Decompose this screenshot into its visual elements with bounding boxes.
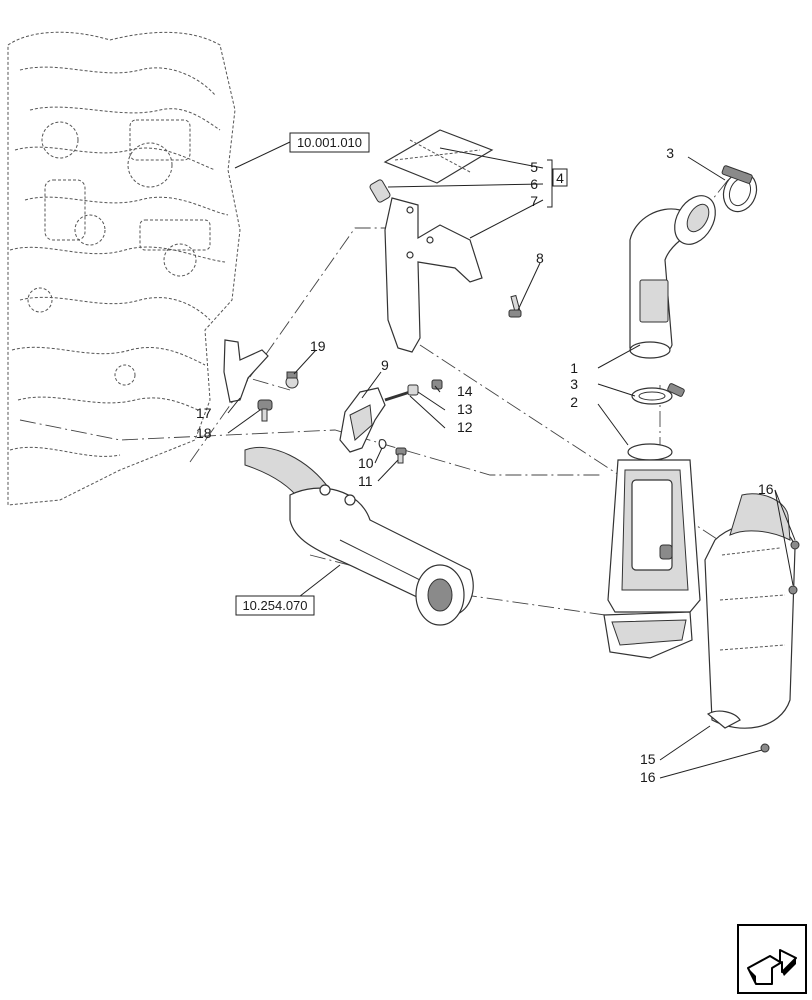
callout-9: 9 — [381, 357, 389, 373]
heat-shield-pad — [383, 129, 494, 184]
callout-leaders — [227, 147, 796, 779]
callout-3-lower: 3 — [570, 376, 578, 392]
turbo-pipe-reference-label[interactable]: 10.254.070 — [242, 598, 307, 613]
callout-7: 7 — [530, 193, 538, 209]
callout-19: 19 — [310, 338, 326, 354]
callout-16-lower: 16 — [640, 769, 656, 785]
temperature-sensor — [384, 379, 443, 402]
callout-18: 18 — [196, 425, 212, 441]
bolt-18 — [257, 399, 273, 422]
engine-block — [7, 31, 241, 506]
next-page-arrow-icon[interactable] — [737, 924, 807, 994]
hose-clamp-lower — [631, 383, 685, 405]
callout-5: 5 — [530, 159, 538, 175]
nut-16-lower — [760, 743, 770, 753]
callout-16-upper: 16 — [758, 481, 774, 497]
spacer-block — [369, 179, 391, 203]
callout-6: 6 — [530, 176, 538, 192]
callout-1: 1 — [570, 360, 578, 376]
engine-reference-box[interactable] — [289, 132, 370, 153]
clip-19 — [285, 371, 299, 389]
callout-12: 12 — [457, 419, 473, 435]
callout-3-upper: 3 — [666, 145, 674, 161]
callout-14: 14 — [457, 383, 473, 399]
callout-numbers: 5 6 7 4 8 3 1 3 2 9 19 17 18 14 13 12 10… — [196, 145, 774, 785]
callout-11: 11 — [358, 473, 373, 489]
screw-11 — [395, 447, 407, 464]
callout-13: 13 — [457, 401, 473, 417]
turbo-pipe-reference-box[interactable] — [235, 595, 315, 616]
callout-4-box — [552, 168, 568, 187]
hose-clamp-upper — [721, 165, 758, 213]
callout-2: 2 — [570, 394, 578, 410]
outer-heat-shield — [704, 493, 796, 729]
callout-4: 4 — [556, 170, 564, 186]
engine-reference-label[interactable]: 10.001.010 — [297, 135, 362, 150]
clip-10 — [378, 439, 387, 449]
screw-8 — [508, 294, 522, 318]
callout-15: 15 — [640, 751, 656, 767]
nut-16-upper — [788, 540, 800, 595]
callout-10: 10 — [358, 455, 374, 471]
exhaust-elbow-pipe — [629, 195, 716, 359]
mounting-bracket — [384, 197, 483, 353]
diesel-particulate-filter — [603, 443, 701, 659]
callout-8: 8 — [536, 250, 544, 266]
callout-17: 17 — [196, 405, 212, 421]
turbo-outlet-pipe — [244, 446, 474, 626]
bracket-17 — [223, 339, 269, 403]
